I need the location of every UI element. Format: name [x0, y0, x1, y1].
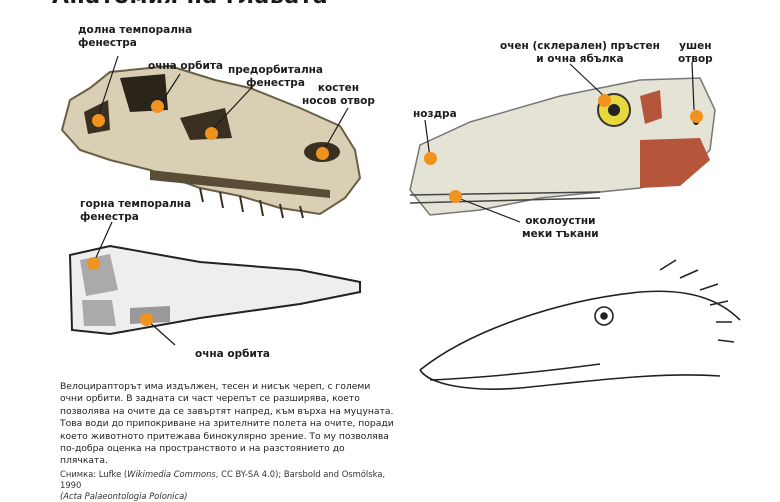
marker-sclerotic-ring [598, 94, 611, 107]
page-title: Анатомия на главата [52, 0, 328, 9]
skull-dorsal-view [68, 244, 361, 336]
marker-nostril [424, 152, 437, 165]
label-sclerotic-ring: очен (склерален) пръстен и очна ябълка [500, 40, 660, 65]
label-orbit: очна орбита [148, 60, 224, 72]
marker-upper-temporal-fenestra [87, 257, 100, 270]
label-ear-opening: ушен отвор [678, 40, 713, 65]
leader-lines [93, 55, 695, 346]
label-perioral-soft-tissue: околоустни меки тъкани [522, 215, 599, 240]
label-antorbital-fenestra: предорбитална фенестра [228, 64, 323, 89]
label-bony-nostril: костен носов отвор [302, 82, 375, 107]
label-nostril: ноздра [413, 108, 457, 120]
label-upper-temporal-fenestra: горна темпорална фенестра [80, 198, 192, 223]
marker-lower-temporal-fenestra [92, 114, 105, 127]
marker-bony-nostril [316, 147, 329, 160]
label-lower-temporal-fenestra: долна темпорална фенестра [78, 24, 193, 49]
skull-figures [60, 55, 741, 390]
marker-orbit [151, 100, 164, 113]
marker-antorbital-fenestra [205, 127, 218, 140]
marker-ear-opening [690, 110, 703, 123]
skull-lateral-view [60, 64, 362, 219]
marker-perioral-tissue [449, 190, 462, 203]
image-credit: Снимка: Lufke (Wikimedia Commons, CC BY-… [60, 468, 386, 501]
head-drawing [419, 259, 741, 390]
marker-orbit-dorsal [140, 313, 153, 326]
caption-text: Велоцирапторът има издължен, тесен и нис… [60, 381, 394, 467]
figure-caption: Велоцирапторът има издължен, тесен и нис… [60, 381, 395, 502]
label-orbit-dorsal: очна орбита [195, 348, 271, 360]
